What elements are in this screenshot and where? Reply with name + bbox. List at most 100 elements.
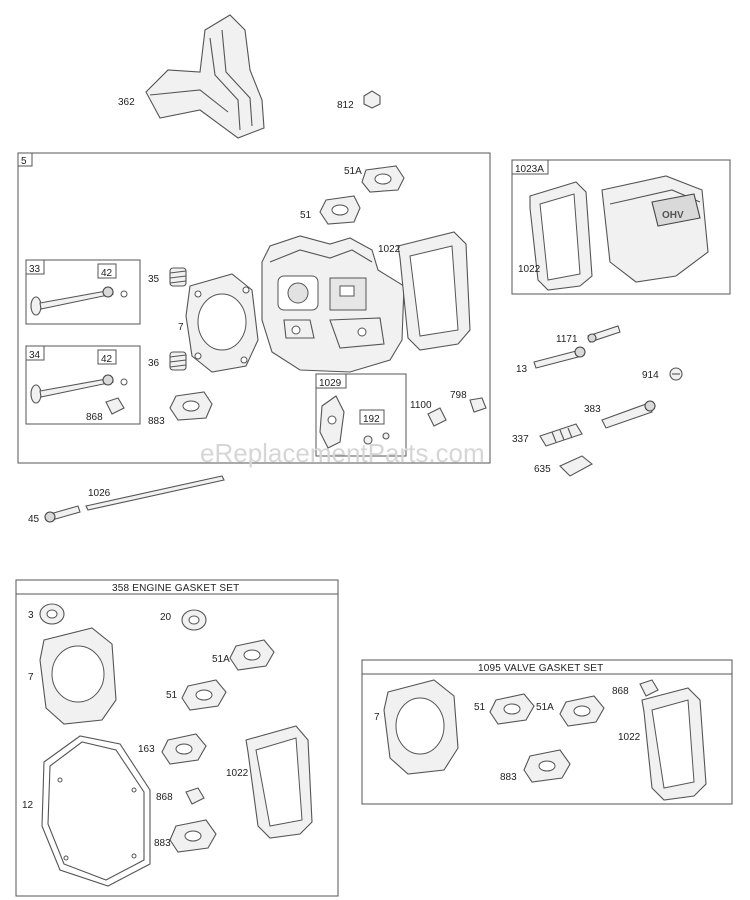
rocker-arm-1029[interactable]	[319, 395, 390, 449]
nut-part-812[interactable]	[363, 90, 381, 109]
gasket-v51A[interactable]	[559, 695, 605, 727]
callout-45: 45	[28, 514, 40, 525]
exhaust-valve-34[interactable]	[30, 374, 128, 404]
gasket-e51[interactable]	[181, 679, 227, 711]
rocker-gasket-v1022[interactable]	[641, 687, 707, 801]
group-box-33	[25, 259, 141, 325]
shroud-part-362[interactable]	[145, 14, 265, 139]
callout-v51A: 51A	[536, 702, 554, 713]
callout-e51A: 51A	[212, 654, 230, 665]
rocker-gasket-e1022[interactable]	[245, 725, 313, 839]
gasket-part-51[interactable]	[319, 195, 361, 225]
cylinder-head[interactable]	[261, 235, 405, 373]
valve-spring-36[interactable]	[169, 351, 187, 371]
callout-v883: 883	[500, 772, 517, 783]
callout-e883: 883	[154, 838, 171, 849]
gasket-v883[interactable]	[523, 749, 571, 783]
group-33-tag	[25, 259, 45, 275]
group-33-number: 33	[29, 264, 41, 275]
rocker-stud-1100[interactable]	[427, 407, 447, 427]
group-5-tag	[17, 152, 33, 167]
callout-42b: 42	[101, 354, 113, 365]
callout-v51: 51	[474, 702, 486, 713]
gasket-part-51A[interactable]	[361, 165, 405, 193]
callout-42a: 42	[101, 268, 113, 279]
head-gasket-7[interactable]	[185, 273, 259, 373]
callout-e7: 7	[28, 672, 34, 683]
callout-192: 192	[363, 414, 380, 425]
gasket-e51A[interactable]	[229, 639, 275, 671]
callout-e12: 12	[22, 800, 34, 811]
rocker-screw-1171[interactable]	[587, 325, 621, 343]
group-1023A-number: 1023A	[515, 164, 544, 175]
callout-798: 798	[450, 390, 467, 401]
spark-plug-wire-383[interactable]	[601, 400, 656, 429]
callout-7: 7	[178, 322, 184, 333]
head-gasket-v7[interactable]	[383, 679, 459, 775]
callout-1100: 1100	[410, 400, 432, 411]
callout-383: 383	[584, 404, 601, 415]
ohv-emblem-icon: OHV	[662, 210, 684, 221]
callout-1171: 1171	[556, 334, 578, 345]
gasket-e163[interactable]	[161, 733, 207, 765]
spark-plug-337[interactable]	[539, 423, 583, 447]
valve-gasket-set-title: 1095 VALVE GASKET SET	[478, 663, 603, 674]
head-gasket-e7[interactable]	[39, 627, 117, 725]
callout-635: 635	[534, 464, 551, 475]
group-box-1023A	[511, 159, 731, 295]
valve-cap-v868[interactable]	[639, 679, 659, 697]
callout-e51: 51	[166, 690, 178, 701]
rocker-cover-ohv[interactable]: OHV	[601, 175, 709, 283]
group-1029-tag	[315, 373, 347, 389]
callout-e20: 20	[160, 612, 172, 623]
group-34-tag	[25, 345, 45, 361]
callout-868: 868	[86, 412, 103, 423]
gasket-e883[interactable]	[169, 819, 217, 853]
crankcase-gasket-e12[interactable]	[41, 735, 151, 887]
callout-e868: 868	[156, 792, 173, 803]
engine-gasket-set-title: 358 ENGINE GASKET SET	[112, 583, 239, 594]
screw-914[interactable]	[669, 367, 683, 381]
valve-gasket-set-box	[361, 659, 733, 805]
bolt-45[interactable]	[44, 505, 81, 523]
callout-v1022: 1022	[618, 732, 641, 743]
intake-gasket-883[interactable]	[169, 391, 213, 421]
group-42b-tag	[97, 349, 117, 365]
seal-3[interactable]	[39, 603, 65, 625]
callout-1022: 1022	[378, 244, 401, 255]
valve-spring-35[interactable]	[169, 267, 187, 287]
callout-1026: 1026	[88, 488, 111, 499]
group-42a-tag	[97, 263, 117, 279]
push-rod-1026[interactable]	[85, 475, 225, 511]
callout-51: 51	[300, 210, 312, 221]
callout-e1022: 1022	[226, 768, 249, 779]
valve-cap-e868[interactable]	[185, 787, 205, 805]
callout-35: 35	[148, 274, 160, 285]
head-bolt-13[interactable]	[533, 346, 586, 369]
group-box-5	[17, 152, 491, 464]
spark-plug-boot-635[interactable]	[559, 455, 593, 477]
callout-812: 812	[337, 100, 354, 111]
group-box-34	[25, 345, 141, 425]
seal-20[interactable]	[181, 609, 207, 631]
callout-337: 337	[512, 434, 529, 445]
group-5-number: 5	[21, 156, 27, 167]
nut-798[interactable]	[469, 397, 487, 413]
valve-cap-868[interactable]	[105, 397, 125, 415]
group-34-number: 34	[29, 350, 41, 361]
callout-v7: 7	[374, 712, 380, 723]
callout-e3: 3	[28, 610, 34, 621]
group-1023A-tag	[511, 159, 549, 175]
callout-1022b: 1022	[518, 264, 541, 275]
rocker-cover-gasket-1022b[interactable]	[529, 181, 593, 291]
watermark: eReplacementParts.com	[200, 438, 485, 468]
gasket-v51[interactable]	[489, 693, 535, 725]
callout-v868: 868	[612, 686, 629, 697]
group-1029-number: 1029	[319, 378, 342, 389]
rocker-cover-gasket-1022[interactable]	[397, 231, 471, 351]
callout-362: 362	[118, 97, 135, 108]
intake-valve-33[interactable]	[30, 286, 128, 316]
group-192-tag	[359, 409, 385, 425]
